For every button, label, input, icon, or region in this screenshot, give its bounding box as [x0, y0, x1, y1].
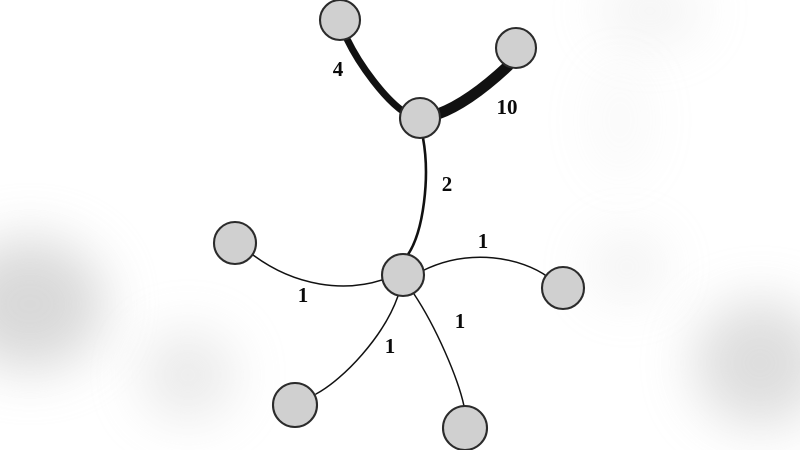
edge-labels-layer: 4 10 2 1 1 1 1: [297, 56, 519, 359]
edge-weight-1-bottom-left-label: 1: [385, 334, 396, 358]
edge-weight-1-right-label: 1: [478, 229, 489, 253]
right-leaf-node[interactable]: [540, 265, 586, 311]
edges-layer: [252, 35, 549, 407]
edge-weight-10[interactable]: [432, 60, 514, 120]
upper-hub-node[interactable]: [398, 96, 442, 140]
center-hub-node[interactable]: [380, 252, 426, 298]
bottom-left-leaf-node[interactable]: [271, 381, 319, 429]
nodes-layer: [212, 0, 586, 450]
edge-weight-10-label: 10: [497, 95, 518, 119]
top-right-leaf-node[interactable]: [494, 26, 538, 70]
edge-weight-4-label: 4: [333, 57, 344, 81]
left-leaf-node[interactable]: [212, 220, 258, 266]
bottom-right-leaf-node[interactable]: [441, 404, 489, 450]
edge-weight-1-left[interactable]: [252, 254, 383, 287]
top-left-leaf-node[interactable]: [318, 0, 362, 42]
edge-weight-1-right[interactable]: [421, 256, 549, 278]
edge-weight-4[interactable]: [343, 35, 408, 116]
edge-weight-2-label: 2: [442, 172, 453, 196]
edge-weight-2[interactable]: [405, 136, 428, 258]
edge-weight-1-bottom-left[interactable]: [315, 295, 399, 395]
edge-weight-1-left-label: 1: [298, 283, 309, 307]
edge-weight-1-bottom-right-label: 1: [455, 309, 466, 333]
edge-weight-1-bottom-right[interactable]: [413, 293, 465, 407]
